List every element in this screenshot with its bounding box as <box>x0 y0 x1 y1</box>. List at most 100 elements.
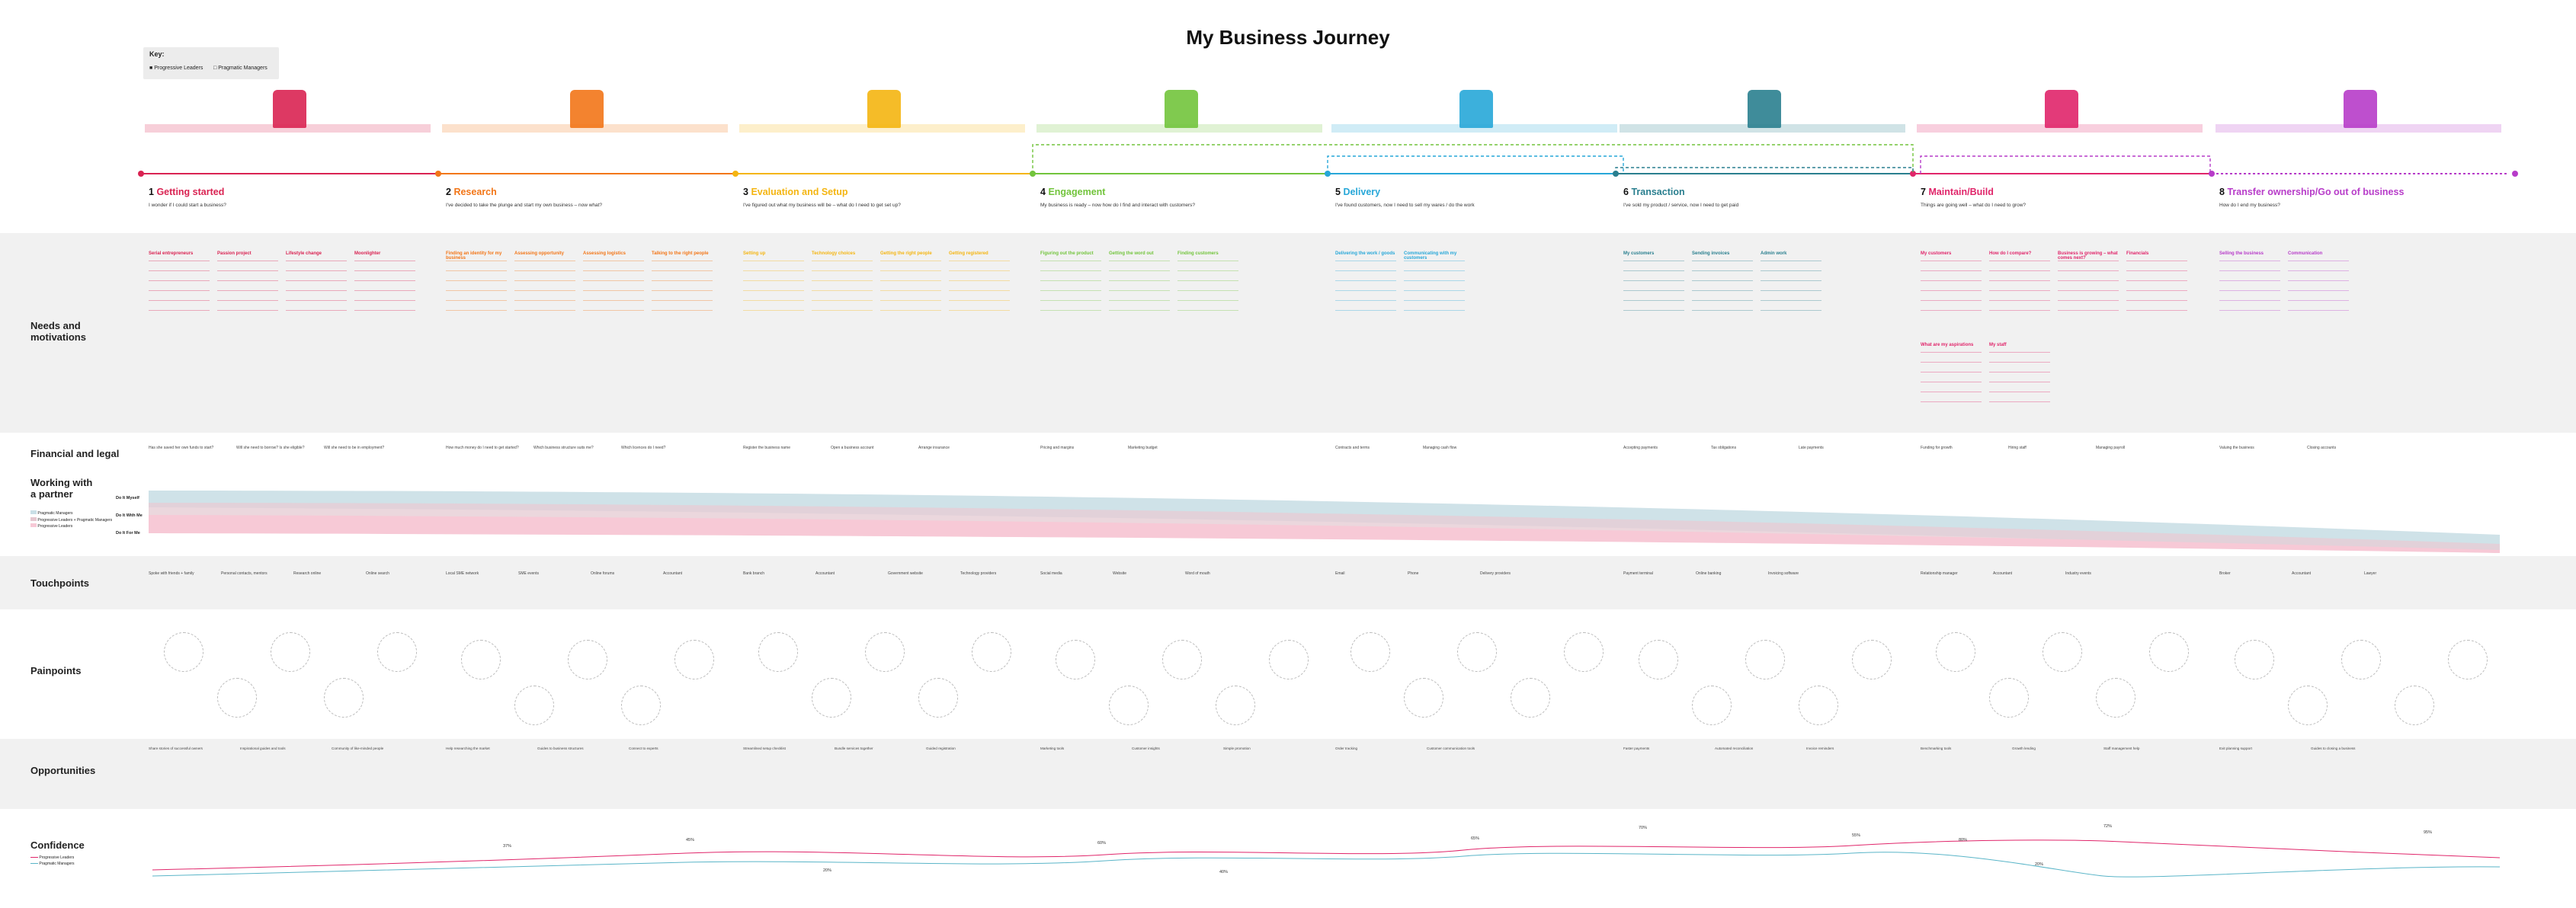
needs-category: Figuring out the product <box>1040 251 1094 256</box>
stage-node <box>138 171 144 177</box>
confidence-legend-item: Progressive Leaders <box>30 855 75 861</box>
question-placeholder <box>1989 352 2050 358</box>
stage-subtitle: Things are going well – what do I need t… <box>1921 203 2027 208</box>
loop-arrow <box>1920 155 2211 174</box>
opportunity-item: Order tracking <box>1335 747 1358 750</box>
question-placeholder <box>652 310 713 316</box>
stage-number: 6 <box>1623 187 1629 197</box>
touchpoint-item: Delivery providers <box>1480 571 1511 576</box>
painpoint-bubble <box>217 678 257 718</box>
stage-strip <box>145 124 431 133</box>
question-placeholder <box>514 290 575 296</box>
question-placeholder <box>583 290 644 296</box>
question-placeholder <box>286 280 347 286</box>
question-placeholder <box>446 310 507 316</box>
stage-strip <box>2216 124 2501 133</box>
needs-category: Getting the word out <box>1109 251 1154 256</box>
stage-illustration-icon <box>569 90 604 128</box>
needs-category: Business is growing – what comes next? <box>2058 251 2118 261</box>
question-placeholder <box>149 261 210 267</box>
question-placeholder <box>1921 352 1982 358</box>
touchpoint-item: Spoke with friends + family <box>149 571 194 576</box>
question-placeholder <box>149 280 210 286</box>
question-placeholder <box>217 270 278 277</box>
question-placeholder <box>1623 270 1684 277</box>
confidence-percent: 20% <box>823 868 832 873</box>
opportunity-item: Help researching the market <box>446 747 490 750</box>
stage-title: 8 Transfer ownership/Go out of business <box>2219 187 2505 197</box>
question-placeholder <box>217 261 278 267</box>
confidence-chart <box>152 839 2501 878</box>
needs-category: Serial entrepreneurs <box>149 251 194 256</box>
question-placeholder <box>1921 310 1982 316</box>
financial-item: Arrange insurance <box>918 446 950 450</box>
painpoint-bubble <box>568 640 607 679</box>
question-placeholder <box>652 261 713 267</box>
painpoint-bubble <box>865 632 905 672</box>
painpoint-bubble <box>164 632 203 672</box>
stage-illustration-icon <box>1747 90 1781 128</box>
question-placeholder <box>1040 300 1101 306</box>
row-label-confidence: Confidence <box>30 839 85 851</box>
question-placeholder <box>880 310 941 316</box>
touchpoints-band <box>0 556 2576 609</box>
question-placeholder <box>217 280 278 286</box>
question-placeholder <box>2058 310 2119 316</box>
painpoint-bubble <box>324 678 364 718</box>
painpoint-bubble <box>2288 686 2328 725</box>
stage-illustration-icon <box>1164 90 1198 128</box>
financial-item: Closing accounts <box>2307 446 2337 450</box>
opportunity-item: Benchmarking tools <box>1921 747 1952 750</box>
painpoint-bubble <box>812 678 851 718</box>
page-title: My Business Journey <box>1186 26 1390 49</box>
question-placeholder <box>149 290 210 296</box>
needs-category: Delivering the work / goods <box>1335 251 1395 256</box>
question-placeholder <box>1623 280 1684 286</box>
key-item-pragmatic: □ Pragmatic Managers <box>213 66 268 71</box>
needs-category: Assessing opportunity <box>514 251 565 256</box>
needs-category: Lifestyle change <box>286 251 322 256</box>
touchpoint-item: Accountant <box>663 571 683 576</box>
stage-name: Delivery <box>1343 187 1381 197</box>
question-placeholder <box>446 280 507 286</box>
touchpoint-item: Online forums <box>591 571 615 576</box>
stage-strip <box>739 124 1025 133</box>
needs-category: Setting up <box>743 251 766 256</box>
painpoint-bubble <box>674 640 714 679</box>
row-label-partner: Working with a partner <box>30 477 93 500</box>
question-placeholder <box>583 280 644 286</box>
question-placeholder <box>1921 362 1982 368</box>
progressive-confidence-line <box>152 839 2501 871</box>
opportunity-item: Staff management help <box>2103 747 2140 750</box>
question-placeholder <box>286 300 347 306</box>
opportunity-item: Guided registration <box>926 747 956 750</box>
needs-category: Finding customers <box>1177 251 1219 256</box>
stage-strip <box>1036 124 1322 133</box>
question-placeholder <box>1921 270 1982 277</box>
question-placeholder <box>1623 300 1684 306</box>
question-placeholder <box>880 290 941 296</box>
question-placeholder <box>812 310 873 316</box>
question-placeholder <box>583 270 644 277</box>
painpoint-bubble <box>461 640 501 679</box>
question-placeholder <box>2058 261 2119 267</box>
question-placeholder <box>1177 290 1238 296</box>
question-placeholder <box>1040 290 1101 296</box>
touchpoint-item: Online search <box>366 571 389 576</box>
needs-category: Financials <box>2126 251 2149 256</box>
painpoint-bubble <box>1799 686 1838 725</box>
stage-subtitle: I wonder if I could start a business? <box>149 203 226 208</box>
question-placeholder <box>2288 300 2349 306</box>
stage-title: 2 Research <box>446 187 732 197</box>
confidence-legend-item: Pragmatic Managers <box>30 861 75 867</box>
touchpoint-item: Online banking <box>1696 571 1722 576</box>
touchpoint-item: Accountant <box>2292 571 2312 576</box>
painpoint-bubble <box>1511 678 1550 718</box>
question-placeholder <box>1921 401 1982 408</box>
question-placeholder <box>1921 392 1982 398</box>
question-placeholder <box>149 270 210 277</box>
question-placeholder <box>1692 290 1753 296</box>
confidence-percent: 70% <box>1639 826 1648 830</box>
question-placeholder <box>286 261 347 267</box>
loop-arrow <box>1615 167 1914 174</box>
